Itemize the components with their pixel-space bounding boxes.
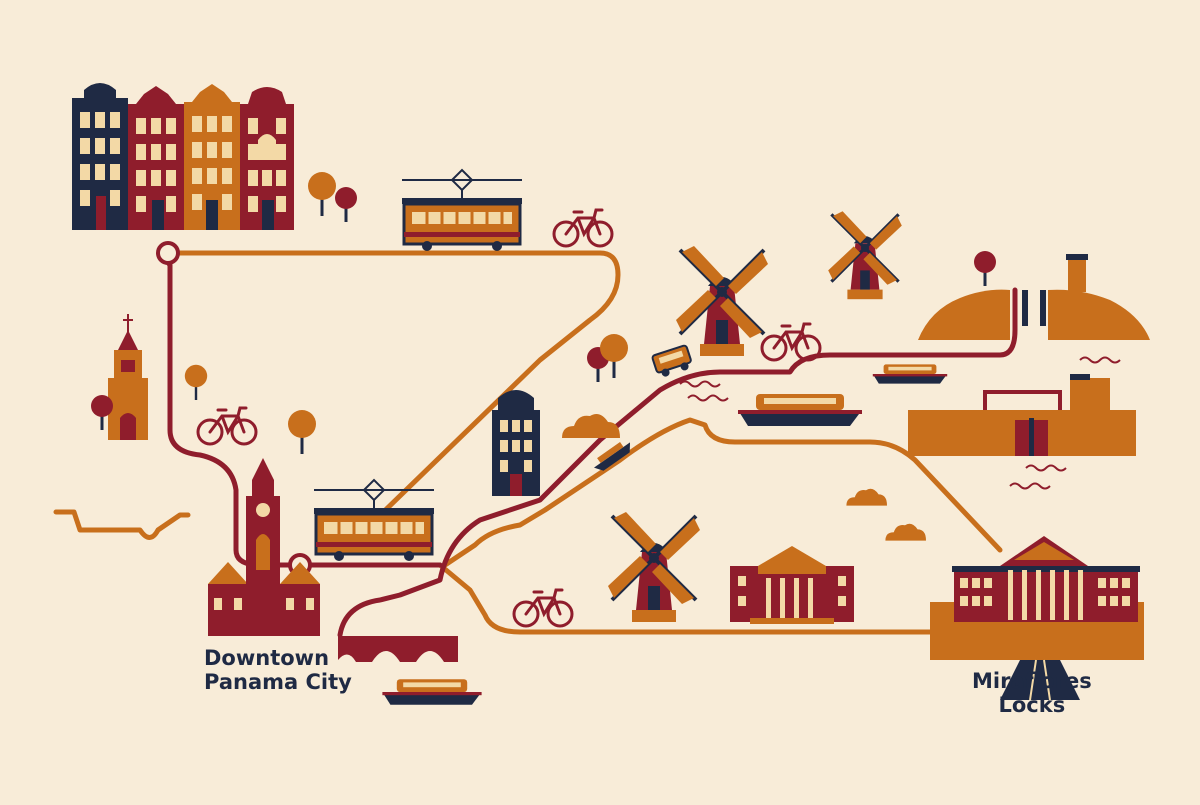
windmill-icon xyxy=(674,244,770,358)
drawbridge-icon xyxy=(338,636,458,662)
boat-icon xyxy=(593,442,631,471)
tree-icon xyxy=(308,172,357,222)
lock-gate-icon xyxy=(918,254,1150,340)
origin-label: Downtown Panama City xyxy=(204,646,352,694)
destination-label-line1: Miraflores xyxy=(972,669,1092,693)
museum-icon xyxy=(730,546,854,624)
windmill-icon xyxy=(606,510,702,624)
church-icon xyxy=(108,314,148,440)
boat-icon xyxy=(382,679,482,705)
destination-label: Miraflores Locks xyxy=(972,669,1092,717)
boat-icon xyxy=(738,394,862,426)
route-orange xyxy=(53,250,1003,635)
canal-houses-icon xyxy=(72,83,294,230)
destination-label-line2: Locks xyxy=(998,693,1066,717)
origin-label-line1: Downtown xyxy=(204,646,330,670)
lock-gate-icon xyxy=(908,374,1136,456)
boat-icon xyxy=(872,364,948,384)
bicycle-icon xyxy=(512,588,574,628)
canal-houses-icon xyxy=(492,390,540,496)
museum-icon xyxy=(930,536,1144,701)
bicycle-icon xyxy=(196,406,258,446)
origin-label-line2: Panama City xyxy=(204,670,352,694)
tram-icon xyxy=(312,478,436,563)
tram-icon xyxy=(400,168,524,253)
tram-icon xyxy=(651,344,692,377)
bicycle-icon xyxy=(552,208,614,248)
windmill-icon xyxy=(826,209,904,301)
town-hall-icon xyxy=(208,458,320,636)
